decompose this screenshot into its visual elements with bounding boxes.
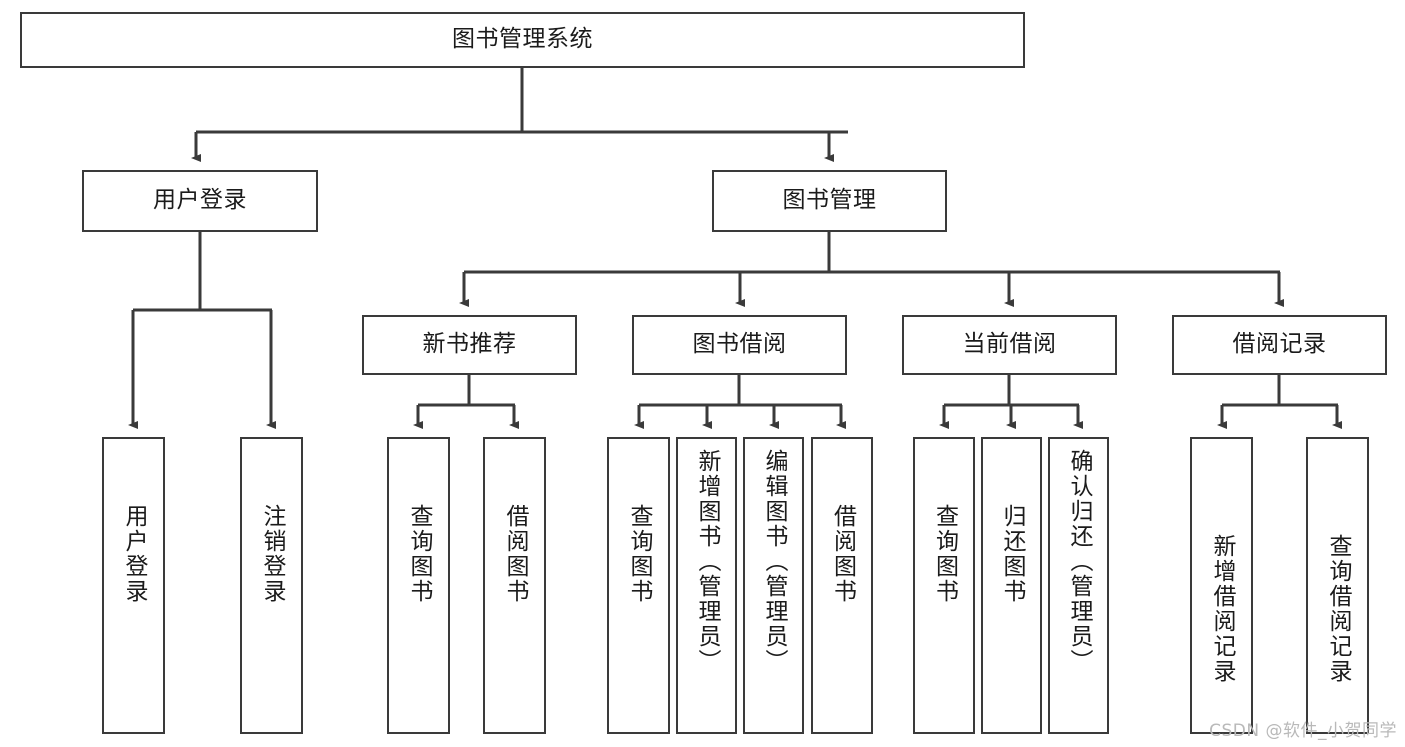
node-leaf-query-record[interactable]: 查询借阅记录: [1306, 437, 1369, 734]
node-root-label: 图书管理系统: [452, 26, 593, 53]
node-leaf-query-book-1[interactable]: 查询图书: [387, 437, 450, 734]
node-leaf-borrow-book-1[interactable]: 借阅图书: [483, 437, 546, 734]
node-leaf-edit-book-label: 编辑图书（管理员）: [761, 449, 787, 674]
node-leaf-query-book-1-label: 查询图书: [406, 504, 432, 604]
node-leaf-borrow-book-1-label: 借阅图书: [502, 504, 528, 604]
node-book-management-label: 图书管理: [782, 187, 877, 214]
node-borrowing-record-label: 借阅记录: [1232, 331, 1327, 358]
node-leaf-user-login[interactable]: 用户登录: [102, 437, 165, 734]
node-book-borrowing-label: 图书借阅: [692, 331, 787, 358]
node-current-borrowing[interactable]: 当前借阅: [902, 315, 1117, 375]
node-leaf-confirm-return-label: 确认归还（管理员）: [1066, 449, 1092, 674]
node-user-login[interactable]: 用户登录: [82, 170, 318, 232]
node-current-borrowing-label: 当前借阅: [962, 331, 1057, 358]
node-leaf-borrow-book-2-label: 借阅图书: [829, 504, 856, 604]
node-leaf-query-record-label: 查询借阅记录: [1325, 534, 1351, 684]
node-leaf-add-record[interactable]: 新增借阅记录: [1190, 437, 1253, 734]
node-leaf-borrow-book-2[interactable]: 借阅图书: [811, 437, 873, 734]
node-new-book-recommendation-label: 新书推荐: [422, 331, 517, 358]
node-leaf-query-book-3-label: 查询图书: [931, 504, 958, 604]
node-leaf-logout-label: 注销登录: [259, 504, 285, 604]
node-root[interactable]: 图书管理系统: [20, 12, 1025, 68]
node-leaf-user-login-label: 用户登录: [121, 504, 147, 604]
node-leaf-query-book-2-label: 查询图书: [626, 504, 652, 604]
node-new-book-recommendation[interactable]: 新书推荐: [362, 315, 577, 375]
node-leaf-add-book-label: 新增图书（管理员）: [694, 449, 720, 674]
node-book-borrowing[interactable]: 图书借阅: [632, 315, 847, 375]
node-leaf-return-book-label: 归还图书: [999, 504, 1025, 604]
node-leaf-query-book-2[interactable]: 查询图书: [607, 437, 670, 734]
node-leaf-return-book[interactable]: 归还图书: [981, 437, 1042, 734]
node-user-login-label: 用户登录: [153, 187, 247, 214]
node-leaf-edit-book[interactable]: 编辑图书（管理员）: [743, 437, 804, 734]
node-leaf-logout[interactable]: 注销登录: [240, 437, 303, 734]
node-leaf-confirm-return[interactable]: 确认归还（管理员）: [1048, 437, 1109, 734]
node-leaf-query-book-3[interactable]: 查询图书: [913, 437, 975, 734]
node-borrowing-record[interactable]: 借阅记录: [1172, 315, 1387, 375]
node-book-management[interactable]: 图书管理: [712, 170, 947, 232]
node-leaf-add-record-label: 新增借阅记录: [1209, 534, 1235, 684]
node-leaf-add-book[interactable]: 新增图书（管理员）: [676, 437, 737, 734]
watermark: CSDN @软件_小贺同学: [1209, 721, 1397, 741]
